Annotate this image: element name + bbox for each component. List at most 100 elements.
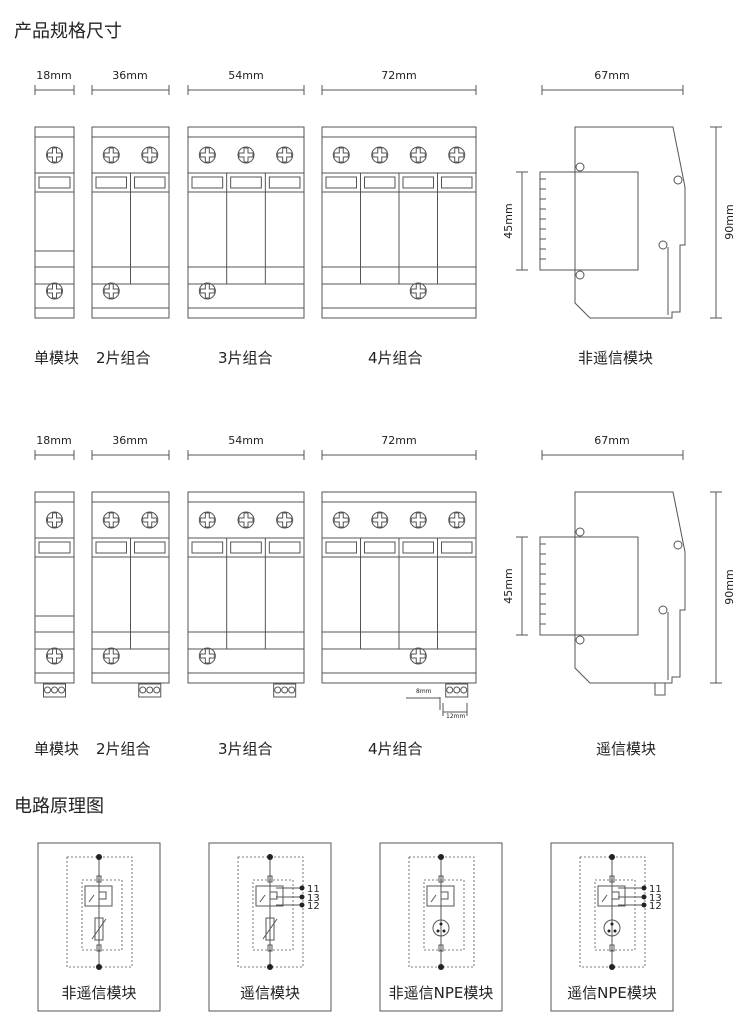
screw-slot (372, 147, 388, 163)
indicator-window (230, 541, 262, 554)
terminal-height-label: 8mm (416, 688, 432, 695)
signal-terminal-label: 12 (649, 901, 662, 912)
module-body (321, 491, 477, 684)
indicator-window (364, 176, 396, 189)
screw-icon (237, 146, 255, 164)
indicator-window (268, 176, 301, 189)
terminal-screw (274, 686, 282, 694)
side-front-face (539, 536, 639, 636)
row2-dim-2p (91, 450, 170, 460)
screw-head (141, 146, 159, 164)
screw-slot (333, 512, 349, 528)
screw-slot (410, 512, 426, 528)
terminal-width-label: 12mm (446, 713, 465, 720)
circuit-diagram-1 (37, 842, 161, 1012)
row1-module-2p (91, 126, 170, 319)
caption-3p: 3片组合 (218, 349, 273, 367)
indicator-window (402, 541, 434, 554)
screw-slot (199, 512, 215, 528)
s-switch-icon (98, 891, 107, 900)
terminal-screw (58, 686, 65, 694)
row2-dim-side (541, 450, 684, 460)
remote-terminal-block (445, 683, 469, 698)
indicator-window (191, 176, 224, 189)
signal-terminal-label: 13 (307, 893, 320, 904)
screw-icon (409, 146, 427, 164)
screw-icon (276, 511, 294, 529)
screw-head (409, 647, 427, 665)
circuit-caption-1: 非遥信模块 (61, 984, 136, 1002)
screw-head (371, 146, 389, 164)
screw-slot (372, 512, 388, 528)
side-outline (574, 126, 686, 319)
circuit-frame (208, 842, 332, 1012)
circuit-caption-3: 非遥信NPE模块 (389, 984, 494, 1002)
side-width-label: 67mm (594, 69, 629, 82)
screw-head (332, 146, 350, 164)
row2-side-view (539, 491, 686, 696)
screw-icon (102, 647, 120, 665)
row1-side-view (539, 126, 686, 319)
screw-slot (410, 147, 426, 163)
terminal-screw (153, 686, 161, 694)
row1-dim-90 (710, 126, 722, 319)
row1-module-3p (187, 126, 305, 319)
screw-slot (47, 147, 62, 163)
screw-slot (47, 648, 62, 664)
row2-dimensions: 18mm 36mm 54mm 72mm 67mm 45mm 90mm 8mm 1… (36, 434, 736, 720)
screw-head (102, 511, 120, 529)
indicator-window (441, 541, 473, 554)
indicator-window (402, 176, 434, 189)
screw-icon (409, 647, 427, 665)
row1-module-1p (34, 126, 75, 319)
width-label-1p: 18mm (36, 69, 71, 82)
side-front-face (539, 171, 639, 271)
screw-icon (276, 146, 294, 164)
indicator-window (38, 176, 71, 189)
side-height-label: 90mm (723, 204, 736, 239)
thermal-disconnector (426, 885, 455, 907)
row1-dim-4p (321, 85, 477, 95)
terminal-screw (51, 686, 58, 694)
screw-head (198, 511, 216, 529)
indicator-window (230, 176, 262, 189)
indicator-window (268, 541, 301, 554)
width-label-3p: 54mm (228, 434, 263, 447)
rivet (575, 635, 585, 645)
row2-module-2p (91, 491, 170, 698)
terminal-node (267, 964, 273, 970)
gdt-dot (439, 922, 443, 926)
side-inner-height-label: 45mm (502, 568, 515, 603)
screw-slot (103, 648, 119, 664)
screw-head (237, 146, 255, 164)
indicator-window (95, 176, 127, 189)
row2-dim-3p (187, 450, 305, 460)
screw-head (448, 511, 466, 529)
screw-icon (409, 282, 427, 300)
screw-slot (199, 283, 215, 299)
screw-head (102, 647, 120, 665)
screw-head (409, 282, 427, 300)
screw-icon (198, 282, 216, 300)
caption-1p: 单模块 (34, 740, 79, 758)
gdt-dot (607, 929, 611, 933)
thermal-disconnector (84, 885, 113, 907)
rivet (575, 162, 585, 172)
width-label-4p: 72mm (381, 69, 416, 82)
screw-slot (199, 648, 215, 664)
thermal-disconnector (597, 885, 626, 907)
caption-side: 非遥信模块 (578, 349, 653, 367)
circuit-frame (550, 842, 674, 1012)
width-label-3p: 54mm (228, 69, 263, 82)
screw-icon (46, 511, 63, 529)
indicator-window (325, 176, 357, 189)
width-label-1p: 18mm (36, 434, 71, 447)
terminal-screw (453, 686, 461, 694)
terminal-node (609, 964, 615, 970)
switch (259, 894, 266, 903)
side-width-label: 67mm (594, 434, 629, 447)
circuit-diagram-3 (379, 842, 503, 1012)
switch (430, 894, 437, 903)
screw-head (332, 511, 350, 529)
row1-dim-1p (34, 85, 75, 95)
